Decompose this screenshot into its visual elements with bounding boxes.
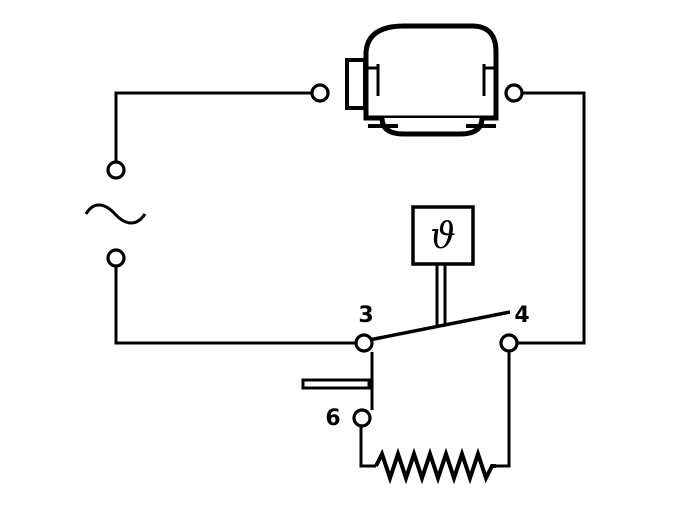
terminal-3	[354, 333, 374, 353]
terminal-6	[352, 408, 372, 428]
thermostat-box	[411, 205, 475, 266]
compressor-housing	[363, 23, 499, 121]
terminal-6-label: 6	[325, 406, 340, 431]
terminal-4-label: 4	[514, 303, 529, 328]
switch-blade	[368, 310, 511, 342]
terminal-4	[499, 333, 519, 353]
terminal-3-label: 3	[358, 303, 373, 328]
ac-source-icon	[84, 160, 147, 268]
switch-lever	[301, 352, 374, 410]
wires	[114, 91, 586, 468]
ac-source-terminal-top	[106, 160, 126, 180]
wire-compressor-to-terminal-4	[517, 91, 586, 345]
compressor-icon	[310, 23, 524, 137]
wire-terminal-4-to-heater	[496, 352, 511, 468]
thermostat-symbol: ϑ	[430, 216, 456, 257]
wire-source-top-to-compressor	[114, 91, 312, 162]
compressor-terminal-right	[504, 83, 524, 103]
ac-tilde-icon	[84, 203, 147, 225]
switch-lever-arm	[301, 378, 371, 390]
ac-source-terminal-bottom	[106, 248, 126, 268]
heater-resistor-icon	[374, 447, 496, 485]
compressor-terminal-box	[345, 58, 367, 110]
wire-terminal-6-to-heater	[359, 427, 376, 468]
compressor-terminal-left	[310, 83, 330, 103]
thermostat-icon: ϑ	[411, 205, 475, 325]
wire-source-bottom-to-terminal-3	[114, 266, 355, 345]
